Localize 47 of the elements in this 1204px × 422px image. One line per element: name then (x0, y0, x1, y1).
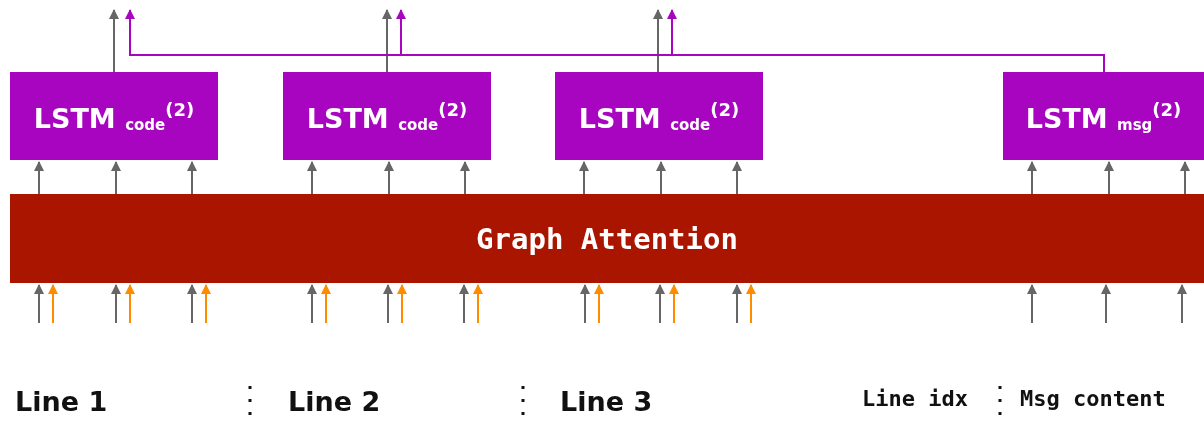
arrow (111, 284, 121, 324)
lstm-box (555, 72, 763, 160)
arrow (48, 284, 58, 324)
arrow (187, 284, 197, 324)
arrow (109, 9, 119, 73)
arrow (383, 284, 393, 324)
input-label: Line 3 (560, 386, 653, 417)
arrow (732, 161, 742, 195)
arrow (655, 284, 665, 324)
arrow (656, 161, 666, 195)
input-label: Line 1 (15, 386, 108, 417)
arrow (187, 161, 197, 195)
arrow (125, 284, 135, 324)
arrow (1177, 284, 1187, 324)
arrow (579, 161, 589, 195)
arrow (459, 284, 469, 324)
arrow (732, 284, 742, 324)
lstm-box (283, 72, 491, 160)
attention-layer-bar (10, 194, 1204, 283)
arrow (307, 161, 317, 195)
arrow (321, 284, 331, 324)
arrow (669, 284, 679, 324)
arrow (746, 284, 756, 324)
arrow (1027, 161, 1037, 195)
lstm-box (10, 72, 218, 160)
arrow (34, 161, 44, 195)
input-label: Line 2 (288, 386, 381, 417)
arrow (580, 284, 590, 324)
input-label: Msg content (1020, 386, 1166, 411)
arrow (307, 284, 317, 324)
arrow (653, 9, 663, 73)
arrow (460, 161, 470, 195)
arrow (1104, 161, 1114, 195)
arrow (473, 284, 483, 324)
arrow (594, 284, 604, 324)
arrow (397, 284, 407, 324)
arrow (201, 284, 211, 324)
arrow (382, 9, 392, 73)
input-label: Line idx (862, 386, 968, 411)
arrow (111, 161, 121, 195)
arrow (34, 284, 44, 324)
arrow (1101, 284, 1111, 324)
arrow (384, 161, 394, 195)
node-label: Graph Attention (476, 221, 738, 256)
lstm-box (1003, 72, 1204, 160)
arrow (1027, 284, 1037, 324)
arrow (1180, 161, 1190, 195)
